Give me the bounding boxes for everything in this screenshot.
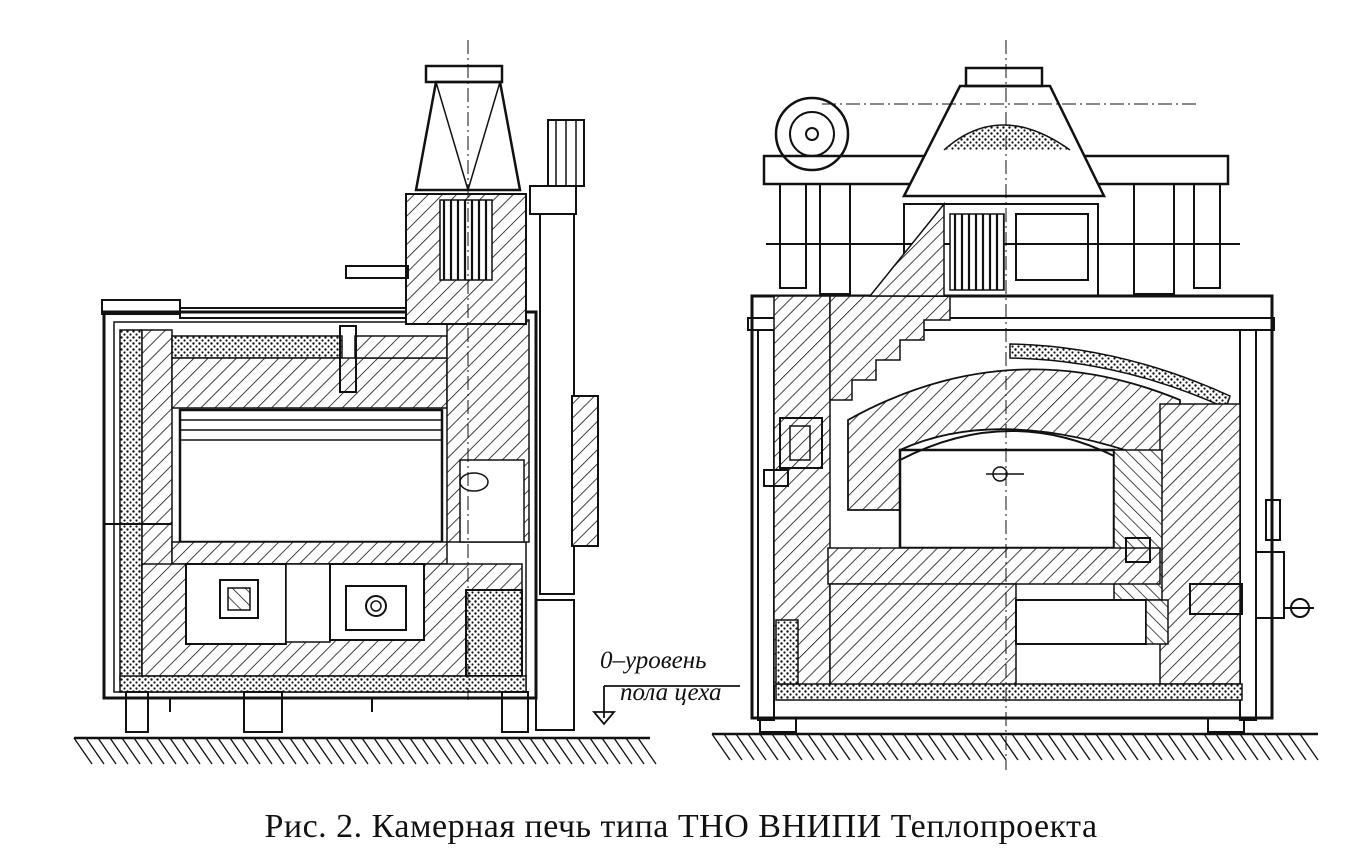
floor-level-label-line2: пола цеха [620, 679, 722, 706]
figure-caption: Рис. 2. Камерная печь типа ТНО ВНИПИ Теп… [264, 808, 1098, 845]
floor-hatch-right [711, 733, 1319, 761]
floor-level-marker [592, 685, 740, 726]
floor-hatch-left [73, 737, 657, 765]
furnace-cross-section [747, 40, 1314, 770]
floor-level-label-line1: 0–уровень [600, 647, 707, 674]
furnace-longitudinal-section [101, 40, 599, 733]
